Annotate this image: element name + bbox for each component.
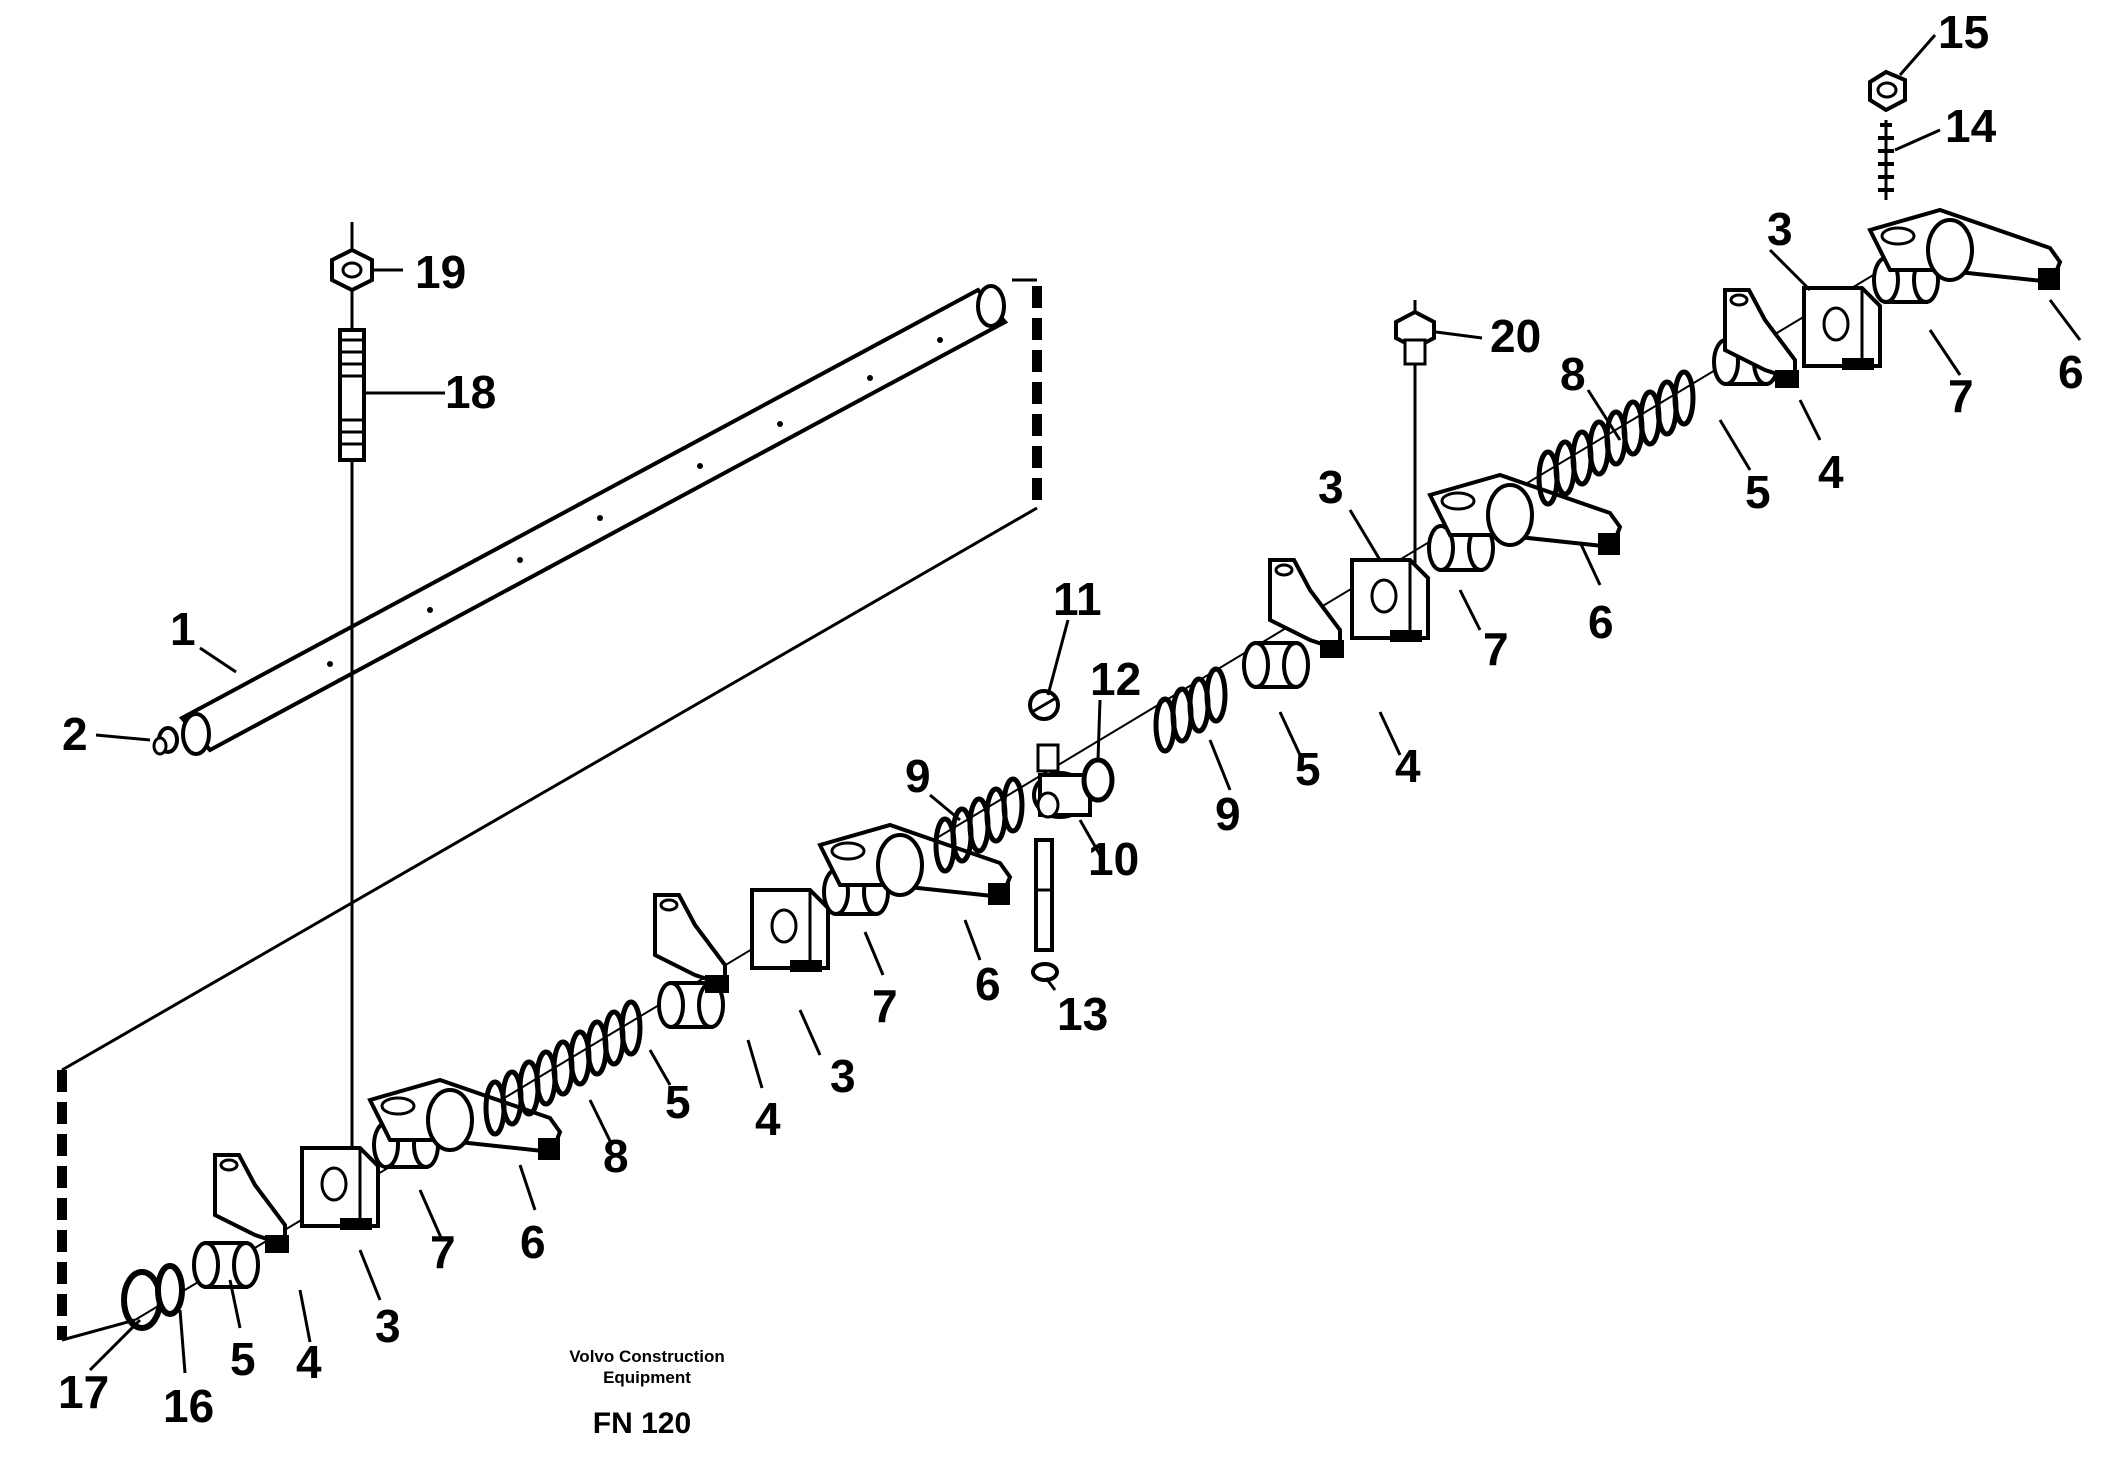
callout-10: 10 — [1088, 833, 1139, 885]
callout-9: 9 — [905, 750, 931, 802]
shaft-support-block-1 — [300, 1146, 380, 1232]
callout-5: 5 — [1745, 466, 1771, 518]
callout-13: 13 — [1057, 988, 1108, 1040]
flange-bolt — [1394, 309, 1436, 366]
callout-3: 3 — [830, 1050, 856, 1102]
rocker-bracket-1 — [213, 1153, 291, 1255]
rocker-shaft — [178, 284, 1009, 756]
sealing-ring — [1081, 757, 1115, 803]
callout-12: 12 — [1090, 653, 1141, 705]
callout-7: 7 — [430, 1226, 456, 1278]
callout-4: 4 — [296, 1336, 322, 1388]
shaft-support-block-2 — [750, 888, 830, 974]
stud-nut — [330, 247, 374, 293]
publisher-line-1: Volvo Construction — [569, 1347, 725, 1366]
callout-15: 15 — [1938, 6, 1989, 58]
banjo-bolt — [1028, 689, 1060, 721]
callout-8: 8 — [1560, 348, 1586, 400]
figure-footer: Volvo Construction Equipment FN 120 — [569, 1347, 725, 1440]
callout-9: 9 — [1215, 788, 1241, 840]
callout-3: 3 — [1767, 203, 1793, 255]
callout-14: 14 — [1945, 100, 1997, 152]
shaft-support-block-4 — [1802, 286, 1882, 372]
callout-7: 7 — [1948, 370, 1974, 422]
bushing-1 — [192, 1241, 260, 1289]
publisher-line-2: Equipment — [603, 1368, 691, 1387]
callout-6: 6 — [975, 958, 1001, 1010]
callout-4: 4 — [1395, 740, 1421, 792]
circlip — [121, 1269, 163, 1331]
callout-8: 8 — [603, 1130, 629, 1182]
bushing-5 — [1242, 641, 1310, 689]
compression-spring-short-2 — [1156, 669, 1225, 751]
callout-5: 5 — [665, 1076, 691, 1128]
callout-labels: 1 2 3 3 3 3 3 4 4 4 4 5 5 5 5 6 6 6 6 7 … — [58, 6, 2084, 1432]
rocker-bracket-2 — [653, 893, 731, 995]
callout-18: 18 — [445, 366, 496, 418]
callout-5: 5 — [1295, 743, 1321, 795]
washer — [155, 1263, 185, 1317]
shaft-support-block-3 — [1350, 558, 1430, 644]
stud-bolt — [338, 328, 366, 462]
lock-nut — [1868, 69, 1907, 113]
callout-6: 6 — [520, 1216, 546, 1268]
callout-5: 5 — [230, 1333, 256, 1385]
callout-4: 4 — [755, 1093, 781, 1145]
callout-7: 7 — [872, 980, 898, 1032]
shaft-end-plug — [152, 726, 179, 756]
callout-20: 20 — [1490, 310, 1541, 362]
leader-lines — [88, 34, 2082, 1374]
callout-2: 2 — [62, 708, 88, 760]
adjusting-screw — [1878, 120, 1894, 200]
callout-17: 17 — [58, 1366, 109, 1418]
callout-16: 16 — [163, 1380, 214, 1432]
callout-4: 4 — [1818, 446, 1844, 498]
oil-pipe — [1034, 838, 1054, 952]
callout-1: 1 — [170, 603, 196, 655]
figure-code: FN 120 — [593, 1407, 691, 1440]
shaft-alignment-outline — [57, 278, 1042, 1342]
pipe-washer — [1031, 962, 1059, 982]
callout-11: 11 — [1053, 573, 1102, 625]
callout-3: 3 — [1318, 461, 1344, 513]
callout-6: 6 — [2058, 346, 2084, 398]
callout-3: 3 — [375, 1300, 401, 1352]
callout-19: 19 — [415, 246, 466, 298]
callout-7: 7 — [1483, 623, 1509, 675]
callout-6: 6 — [1588, 596, 1614, 648]
